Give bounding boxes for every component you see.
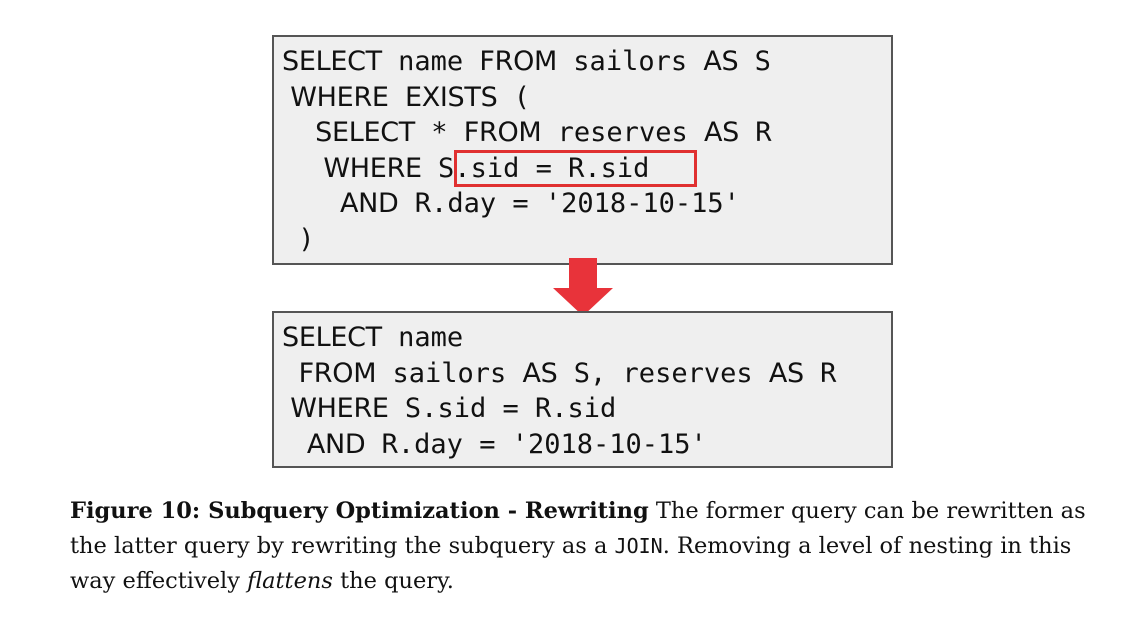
sql-keyword: AS bbox=[703, 46, 739, 77]
sql-keyword: AND bbox=[282, 428, 366, 460]
sql-keyword: FROM bbox=[479, 46, 558, 77]
sql-text: R.day = '2018-10-15' bbox=[365, 428, 707, 460]
rewritten-query-line: SELECT name bbox=[282, 320, 463, 356]
caption-title: Figure 10: Subquery Optimization - Rewri… bbox=[70, 498, 649, 524]
original-query-line: ) bbox=[282, 222, 315, 258]
sql-text bbox=[389, 82, 405, 113]
rewritten-query-box: SELECT name FROM sailors AS S, reserves … bbox=[272, 311, 893, 468]
sql-text: sailors bbox=[557, 46, 704, 77]
sql-keyword: SELECT bbox=[282, 322, 382, 353]
sql-text: sailors bbox=[376, 357, 523, 389]
sql-keyword: AS bbox=[703, 117, 739, 148]
sql-keyword: AS bbox=[768, 357, 804, 389]
sql-text: name bbox=[381, 46, 480, 77]
sql-text: R bbox=[803, 357, 837, 389]
original-query-line: AND R.day = '2018-10-15' bbox=[282, 186, 740, 222]
caption-text-3: the query. bbox=[332, 568, 454, 594]
sql-text: ) bbox=[282, 223, 315, 255]
sql-text: * bbox=[414, 117, 464, 148]
caption-emphasis: flattens bbox=[247, 568, 333, 594]
rewritten-query-line: AND R.day = '2018-10-15' bbox=[282, 427, 707, 463]
caption-text-1: The former query can be rewritten as the… bbox=[70, 498, 1086, 559]
original-query-box: SELECT name FROM sailors AS S WHERE EXIS… bbox=[272, 35, 893, 265]
sql-text: S, reserves bbox=[557, 357, 769, 389]
rewritten-query-line: FROM sailors AS S, reserves AS R bbox=[282, 356, 837, 392]
sql-keyword: SELECT bbox=[282, 46, 382, 77]
sql-keyword: EXISTS bbox=[404, 81, 498, 113]
sql-text: R bbox=[738, 117, 772, 148]
sql-keyword: WHERE bbox=[282, 393, 389, 424]
rewritten-query-line: WHERE S.sid = R.sid bbox=[282, 391, 616, 427]
sql-text: ( bbox=[497, 81, 530, 113]
sql-keyword: AS bbox=[522, 357, 558, 389]
original-query-line: SELECT * FROM reserves AS R bbox=[282, 115, 772, 151]
sql-keyword: WHERE bbox=[282, 81, 389, 113]
sql-text: name bbox=[381, 322, 464, 353]
sql-keyword: FROM bbox=[282, 357, 377, 389]
sql-text: reserves bbox=[541, 117, 704, 148]
sql-text: S.sid = R.sid bbox=[388, 393, 617, 424]
sql-keyword: AND bbox=[282, 188, 399, 219]
sql-keyword: WHERE bbox=[282, 152, 422, 184]
sql-text: R.day = '2018-10-15' bbox=[398, 188, 740, 219]
original-query-line: SELECT name FROM sailors AS S bbox=[282, 44, 771, 80]
sql-text: S.sid = R.sid bbox=[421, 152, 650, 184]
sql-keyword: SELECT bbox=[282, 117, 415, 148]
caption-text-2: . Removing a level of nesting in this wa… bbox=[70, 533, 1072, 594]
sql-text: S bbox=[738, 46, 771, 77]
caption-code-join: JOIN bbox=[614, 534, 663, 558]
original-query-line: WHERE EXISTS ( bbox=[282, 80, 530, 116]
sql-keyword: FROM bbox=[463, 117, 542, 148]
figure-caption: Figure 10: Subquery Optimization - Rewri… bbox=[70, 494, 1090, 599]
join-condition-highlight bbox=[454, 150, 697, 187]
down-arrow-icon bbox=[553, 258, 613, 316]
original-query-line: WHERE S.sid = R.sid bbox=[282, 151, 649, 187]
